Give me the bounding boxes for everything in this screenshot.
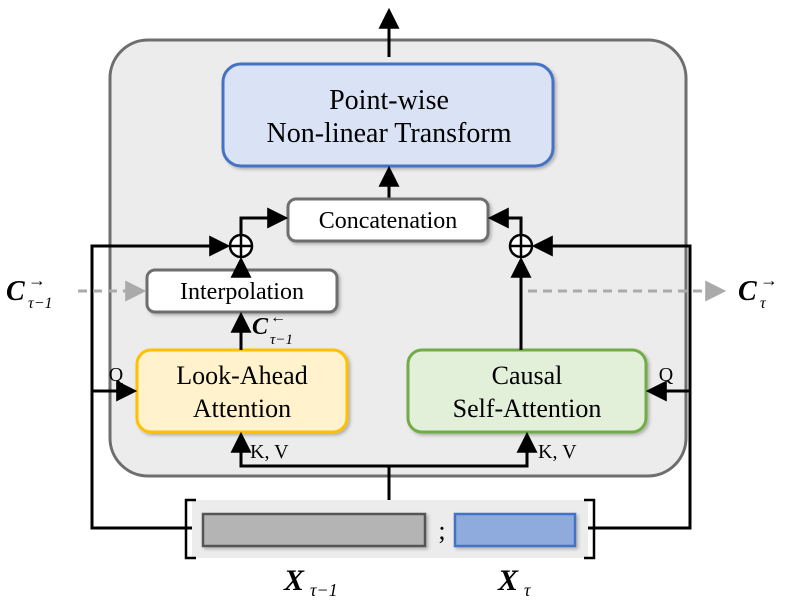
svg-text:τ: τ <box>760 295 767 312</box>
svg-text:→: → <box>760 270 778 290</box>
svg-text:X: X <box>497 564 519 597</box>
svg-text:←: ← <box>270 309 286 326</box>
current-token-bar <box>453 512 577 548</box>
concat-block: Concatenation <box>286 197 490 243</box>
left-q-label: Q <box>109 364 124 386</box>
separator: ; <box>438 516 445 545</box>
svg-text:τ: τ <box>524 580 531 600</box>
causal-label-line1: Causal <box>492 361 563 390</box>
left-kv-label: K, V <box>250 441 289 463</box>
x-cur-label: X τ <box>497 564 531 600</box>
interp-block: Interpolation <box>145 268 339 314</box>
left-residual-line <box>90 235 231 530</box>
causal-block: Causal Self-Attention <box>406 348 648 434</box>
lookahead-block: Look-Ahead Attention <box>135 348 349 434</box>
left-add-to-concat-arrow <box>239 207 289 235</box>
kv-input-line-right <box>389 431 538 468</box>
concat-label: Concatenation <box>319 208 458 234</box>
svg-text:→: → <box>28 270 46 290</box>
x-prev-label: X τ−1 <box>283 564 338 600</box>
right-q-label: Q <box>659 364 674 386</box>
prev-token-bar <box>201 512 427 548</box>
c-prev-label: C → τ−1 <box>6 270 53 312</box>
right-kv-label: K, V <box>538 441 577 463</box>
interp-label: Interpolation <box>180 279 304 305</box>
svg-text:C: C <box>738 276 757 307</box>
left-add-node <box>228 233 254 259</box>
right-add-to-concat-arrow <box>487 207 523 235</box>
kv-input-line <box>230 431 391 500</box>
transform-block: Point-wise Non-linear Transform <box>221 62 555 168</box>
svg-text:τ−1: τ−1 <box>270 332 293 348</box>
right-add-node <box>508 233 534 259</box>
svg-text:X: X <box>283 564 305 597</box>
lookahead-label-line2: Attention <box>193 394 291 423</box>
transform-label-line1: Point-wise <box>329 85 449 116</box>
lookahead-label-line1: Look-Ahead <box>176 361 307 390</box>
svg-text:τ−1: τ−1 <box>310 580 338 600</box>
c-out-label: C → τ <box>738 270 778 312</box>
right-residual-line <box>531 235 692 530</box>
input-sequence: ; <box>184 498 596 560</box>
svg-text:C: C <box>252 314 269 340</box>
c-backward-label: C ← τ−1 <box>252 309 293 348</box>
transform-label-line2: Non-linear Transform <box>267 118 512 149</box>
causal-label-line2: Self-Attention <box>453 394 602 423</box>
svg-text:C: C <box>6 276 25 307</box>
svg-text:τ−1: τ−1 <box>28 295 53 312</box>
